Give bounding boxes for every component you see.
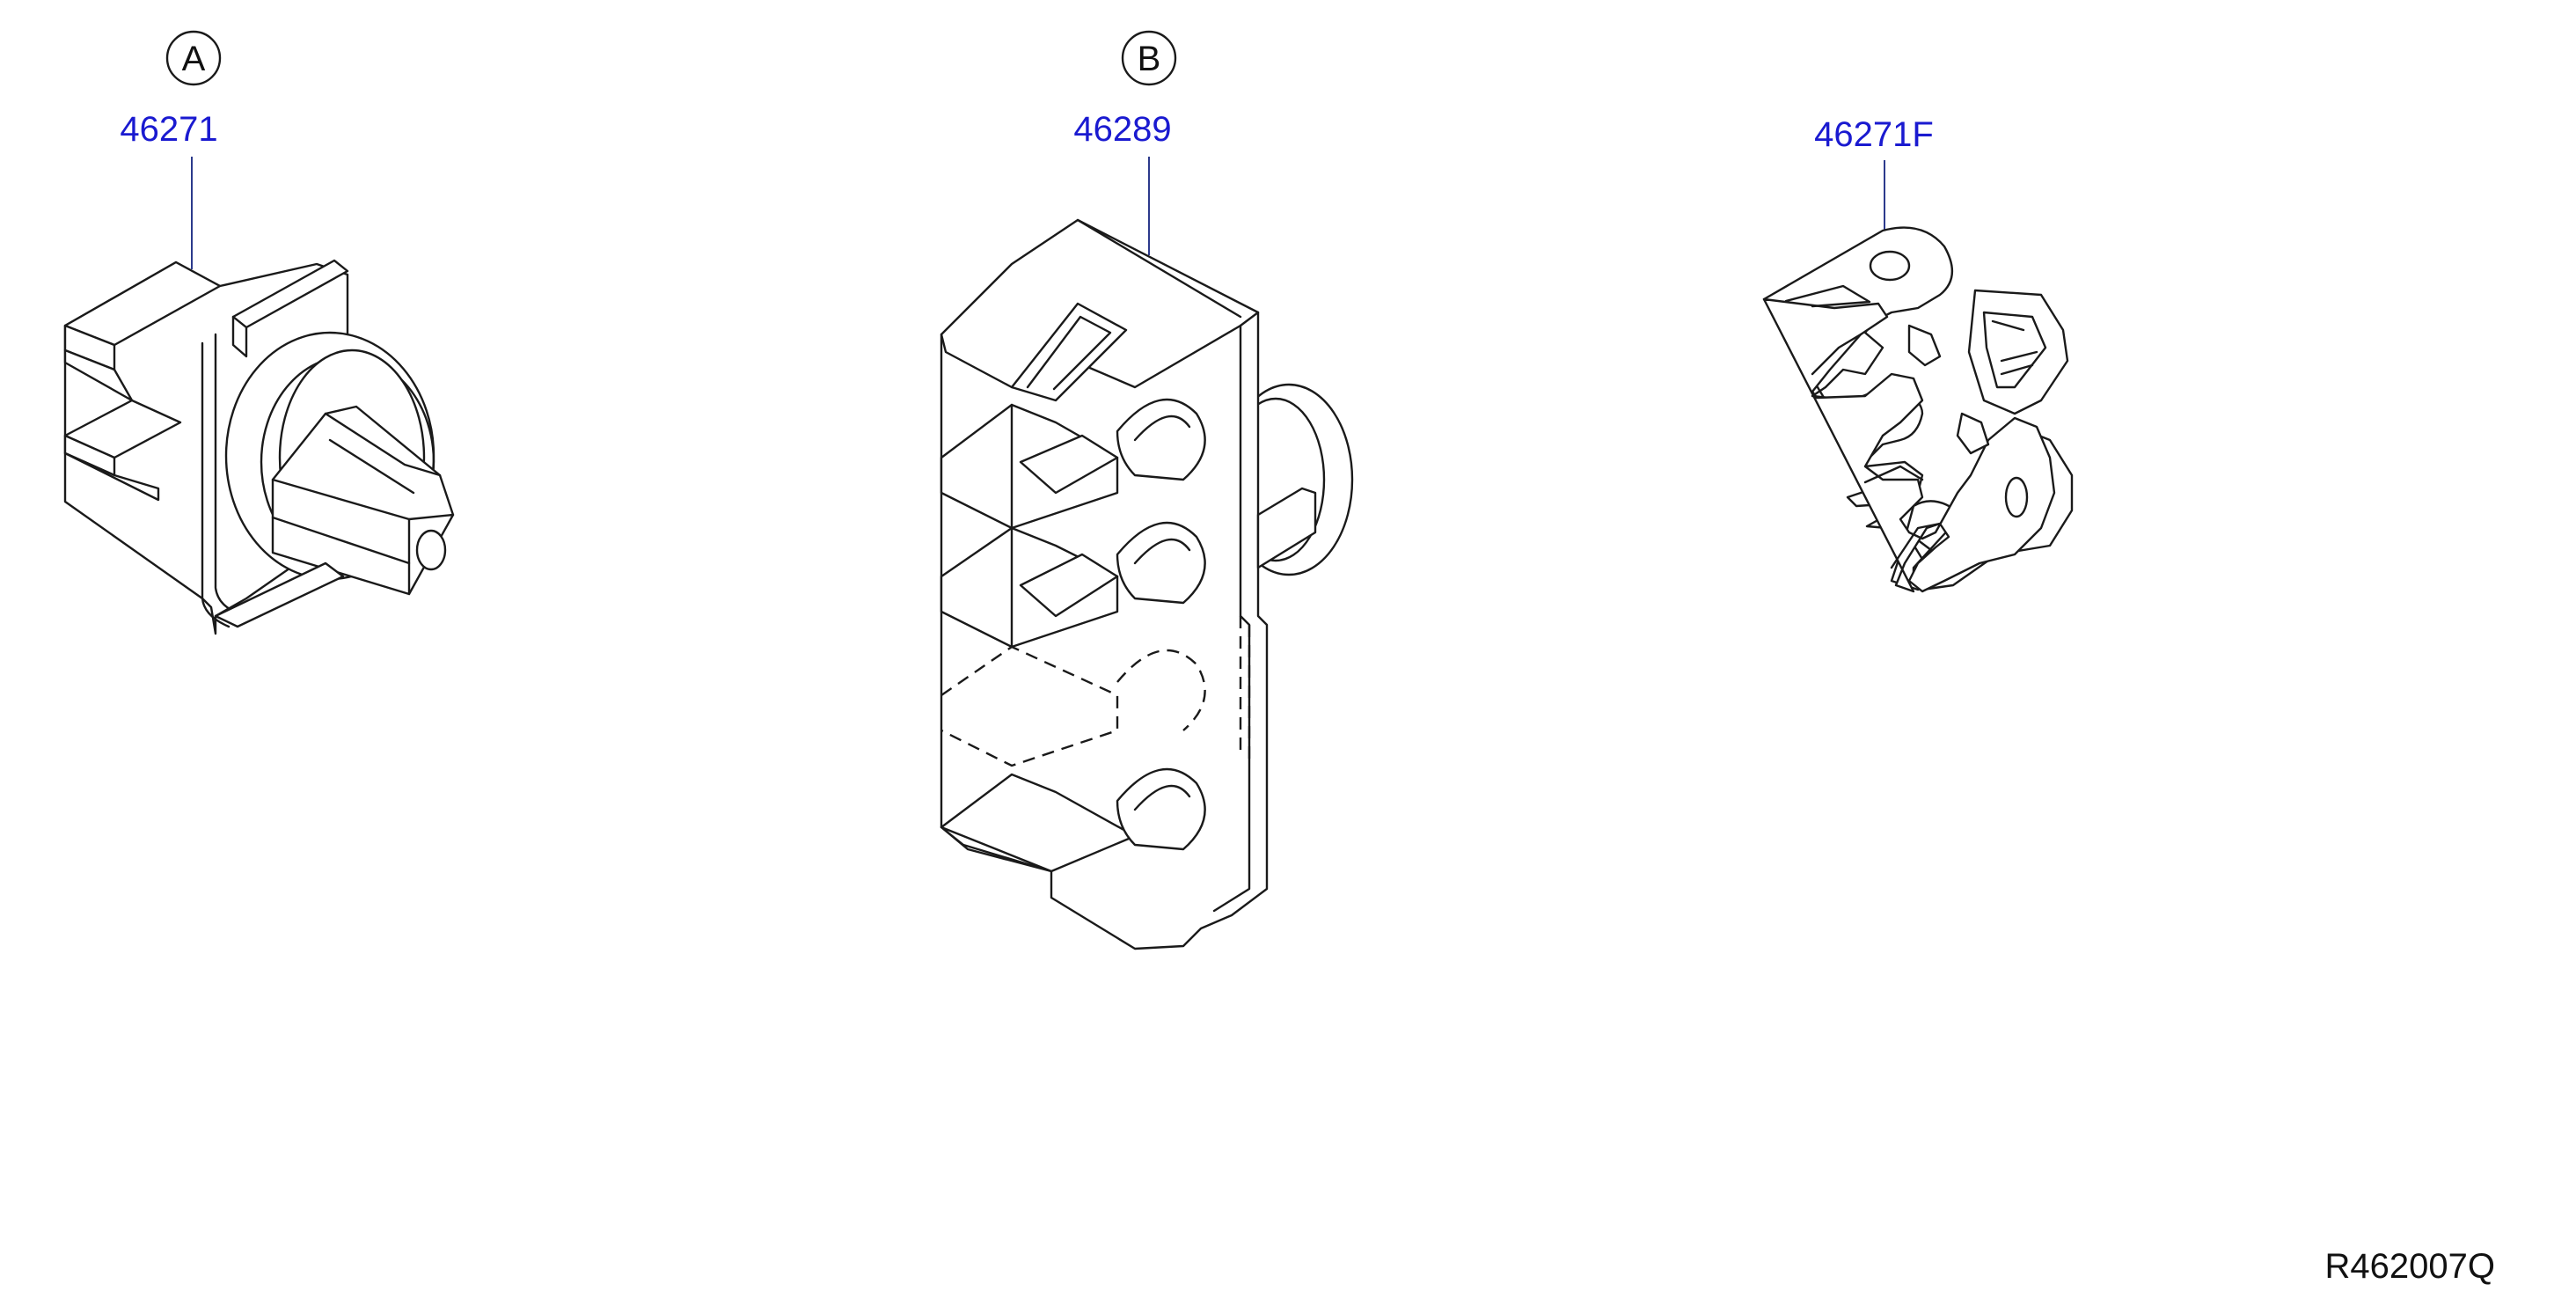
diagram-reference-code: R462007Q (2325, 1247, 2495, 1286)
callout-b-circle (1121, 30, 1177, 86)
clamp-b-drawing (940, 218, 1354, 950)
part-number-46289[interactable]: 46289 (1073, 110, 1171, 149)
clip-a-drawing (63, 259, 455, 635)
clamp-b-tiers (940, 403, 1137, 873)
callout-a: A 46271 (120, 30, 222, 269)
callout-a-letter: A (182, 40, 206, 78)
callout-c: 46271F (1814, 115, 1934, 231)
part-number-46271f[interactable]: 46271F (1814, 115, 1934, 154)
callout-a-circle (165, 30, 222, 86)
callout-b-letter: B (1138, 40, 1161, 78)
callout-b: B 46289 (1073, 30, 1177, 255)
clip-46271f-drawing (1762, 226, 2074, 593)
part-number-46271[interactable]: 46271 (120, 110, 217, 149)
